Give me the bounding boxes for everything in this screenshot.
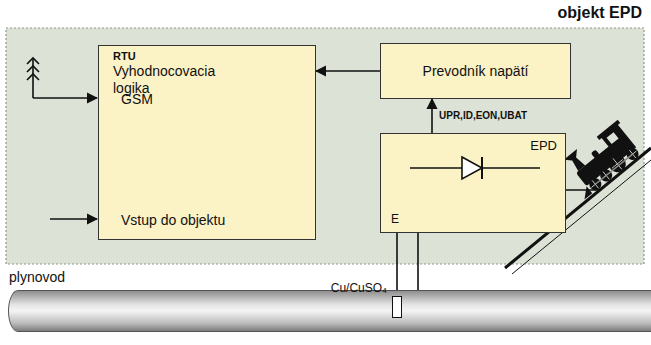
node-text: E <box>391 212 399 226</box>
gas-pipe: plynovod <box>8 290 651 332</box>
antenna-symbol <box>27 58 97 98</box>
converter-box: Prevodník napätí <box>380 43 571 99</box>
node-text: Vstup do objektu <box>121 212 225 228</box>
node-text: plynovod <box>9 269 65 285</box>
object-region: objekt EPDRTUVyhodnocovacia logikaGSMVst… <box>6 28 644 264</box>
locomotive <box>557 117 645 200</box>
node-text: Prevodník napätí <box>381 63 570 79</box>
signal-label: UPR,ID,EON,UBAT <box>439 110 527 121</box>
node-text: GSM <box>121 91 153 107</box>
rtu-box: RTUVyhodnocovacia logikaGSMVstup do obje… <box>98 45 316 240</box>
node-text: Cu/CuSO₄ <box>331 281 387 295</box>
object-region-fill <box>6 28 644 264</box>
node-text: EPD <box>530 138 557 153</box>
reference-electrode: Cu/CuSO₄ <box>392 296 402 318</box>
node-text: objekt EPD <box>558 4 642 22</box>
node-text: RTU <box>113 50 136 62</box>
epd-box: EPD E <box>380 133 566 233</box>
connector <box>431 99 433 133</box>
connector <box>396 233 398 296</box>
connector <box>417 233 419 290</box>
input-arrow <box>50 218 97 220</box>
connector <box>316 70 380 72</box>
